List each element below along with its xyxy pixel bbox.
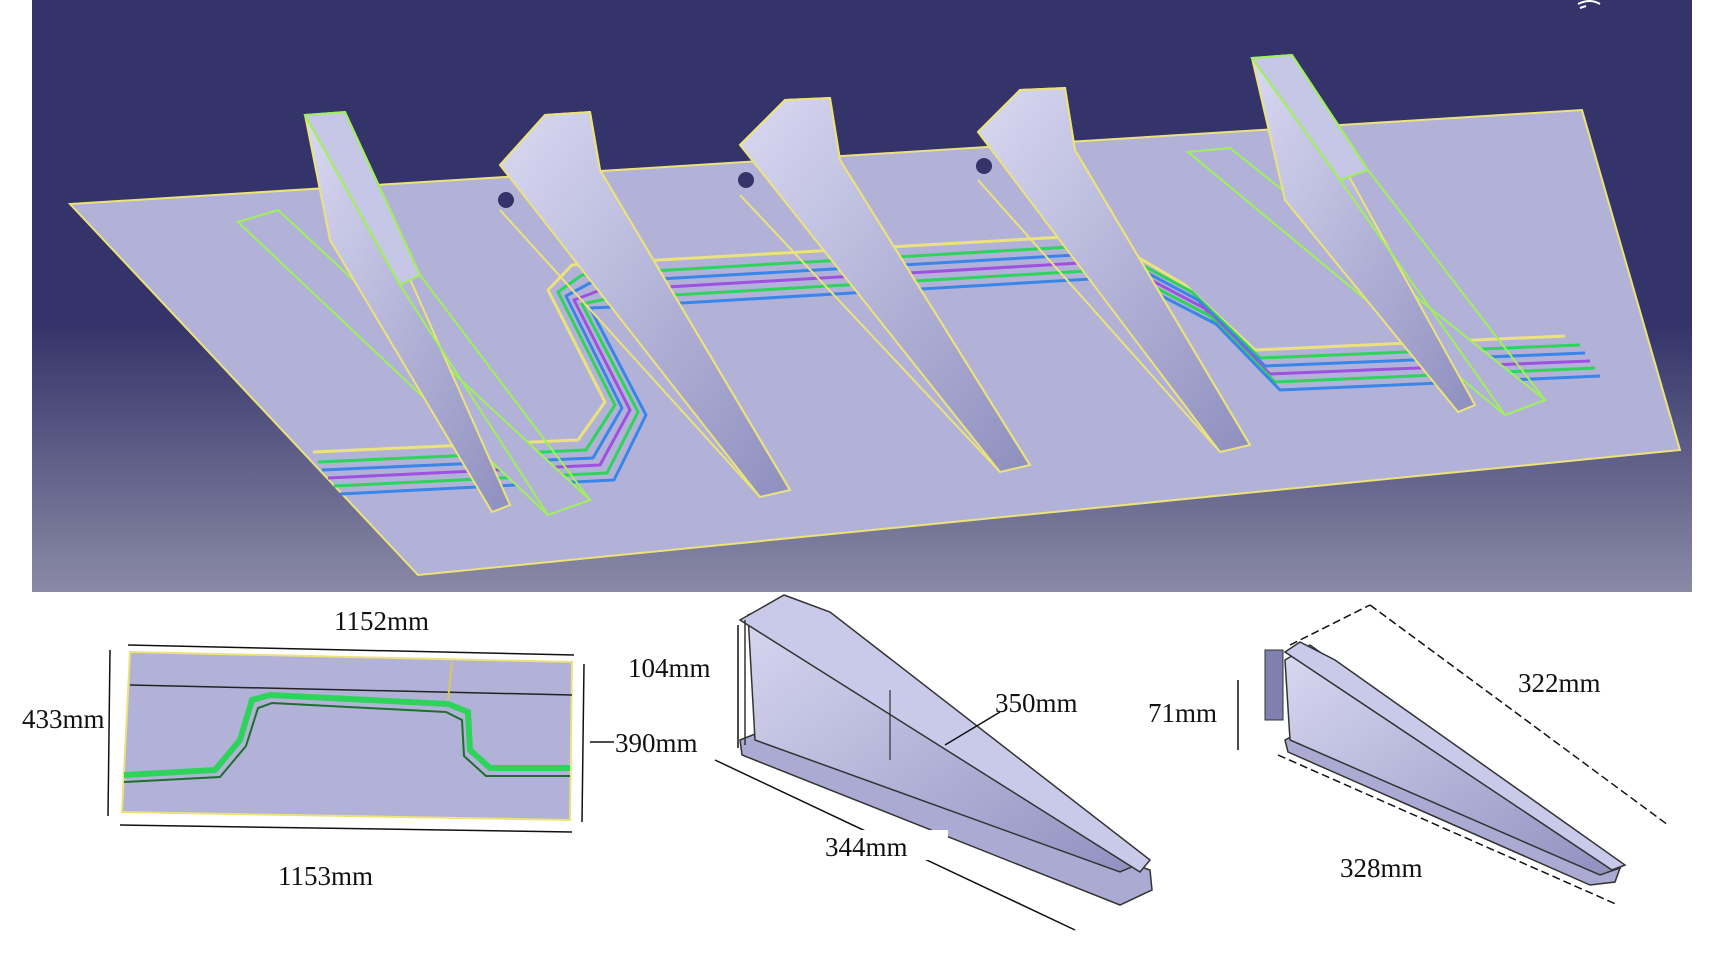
compass-icon — [1577, 0, 1601, 9]
detail-plate: 1152mm 1153mm 433mm 390mm — [22, 606, 698, 891]
plate-bottom-length: 1153mm — [278, 861, 373, 891]
lightening-hole — [738, 172, 754, 188]
plate-dimensions — [107, 644, 614, 833]
detail-stiffener-small: 71mm 322mm 328mm — [1148, 604, 1669, 906]
plate-stringer-line — [129, 684, 573, 696]
plate-detail-shape — [120, 650, 574, 822]
small-stiffener-endplate — [1264, 649, 1284, 721]
large-stiffener-base-length: 344mm — [825, 832, 908, 862]
cad-viewport — [32, 0, 1692, 592]
plate-left-width: 433mm — [22, 704, 105, 734]
plate-trace — [123, 691, 570, 778]
small-stiffener-top-length: 322mm — [1518, 668, 1601, 698]
lightening-hole — [976, 158, 992, 174]
small-stiffener-dimensions — [1277, 604, 1669, 906]
small-stiffener-flange — [1283, 641, 1627, 871]
large-stiffener-top-length: 350mm — [995, 688, 1078, 718]
small-stiffener-height: 71mm — [1148, 698, 1217, 728]
detail-stiffener-large: 104mm 350mm 344mm — [628, 594, 1153, 931]
stiffener-inner-3 — [976, 86, 1252, 454]
lightening-hole — [498, 192, 514, 208]
large-stiffener-flange — [738, 594, 1152, 873]
stiffener-left-outer — [236, 110, 592, 517]
large-stiffener-height: 104mm — [628, 653, 711, 683]
stiffener-inner-2 — [738, 96, 1032, 474]
stiffener-right-outer — [1185, 53, 1547, 417]
small-stiffener-base-length: 328mm — [1340, 853, 1423, 883]
plate-split-line — [447, 661, 453, 701]
stiffener-inner-1 — [498, 110, 792, 499]
plate-top-length: 1152mm — [334, 606, 429, 636]
plate-right-width: 390mm — [615, 728, 698, 758]
